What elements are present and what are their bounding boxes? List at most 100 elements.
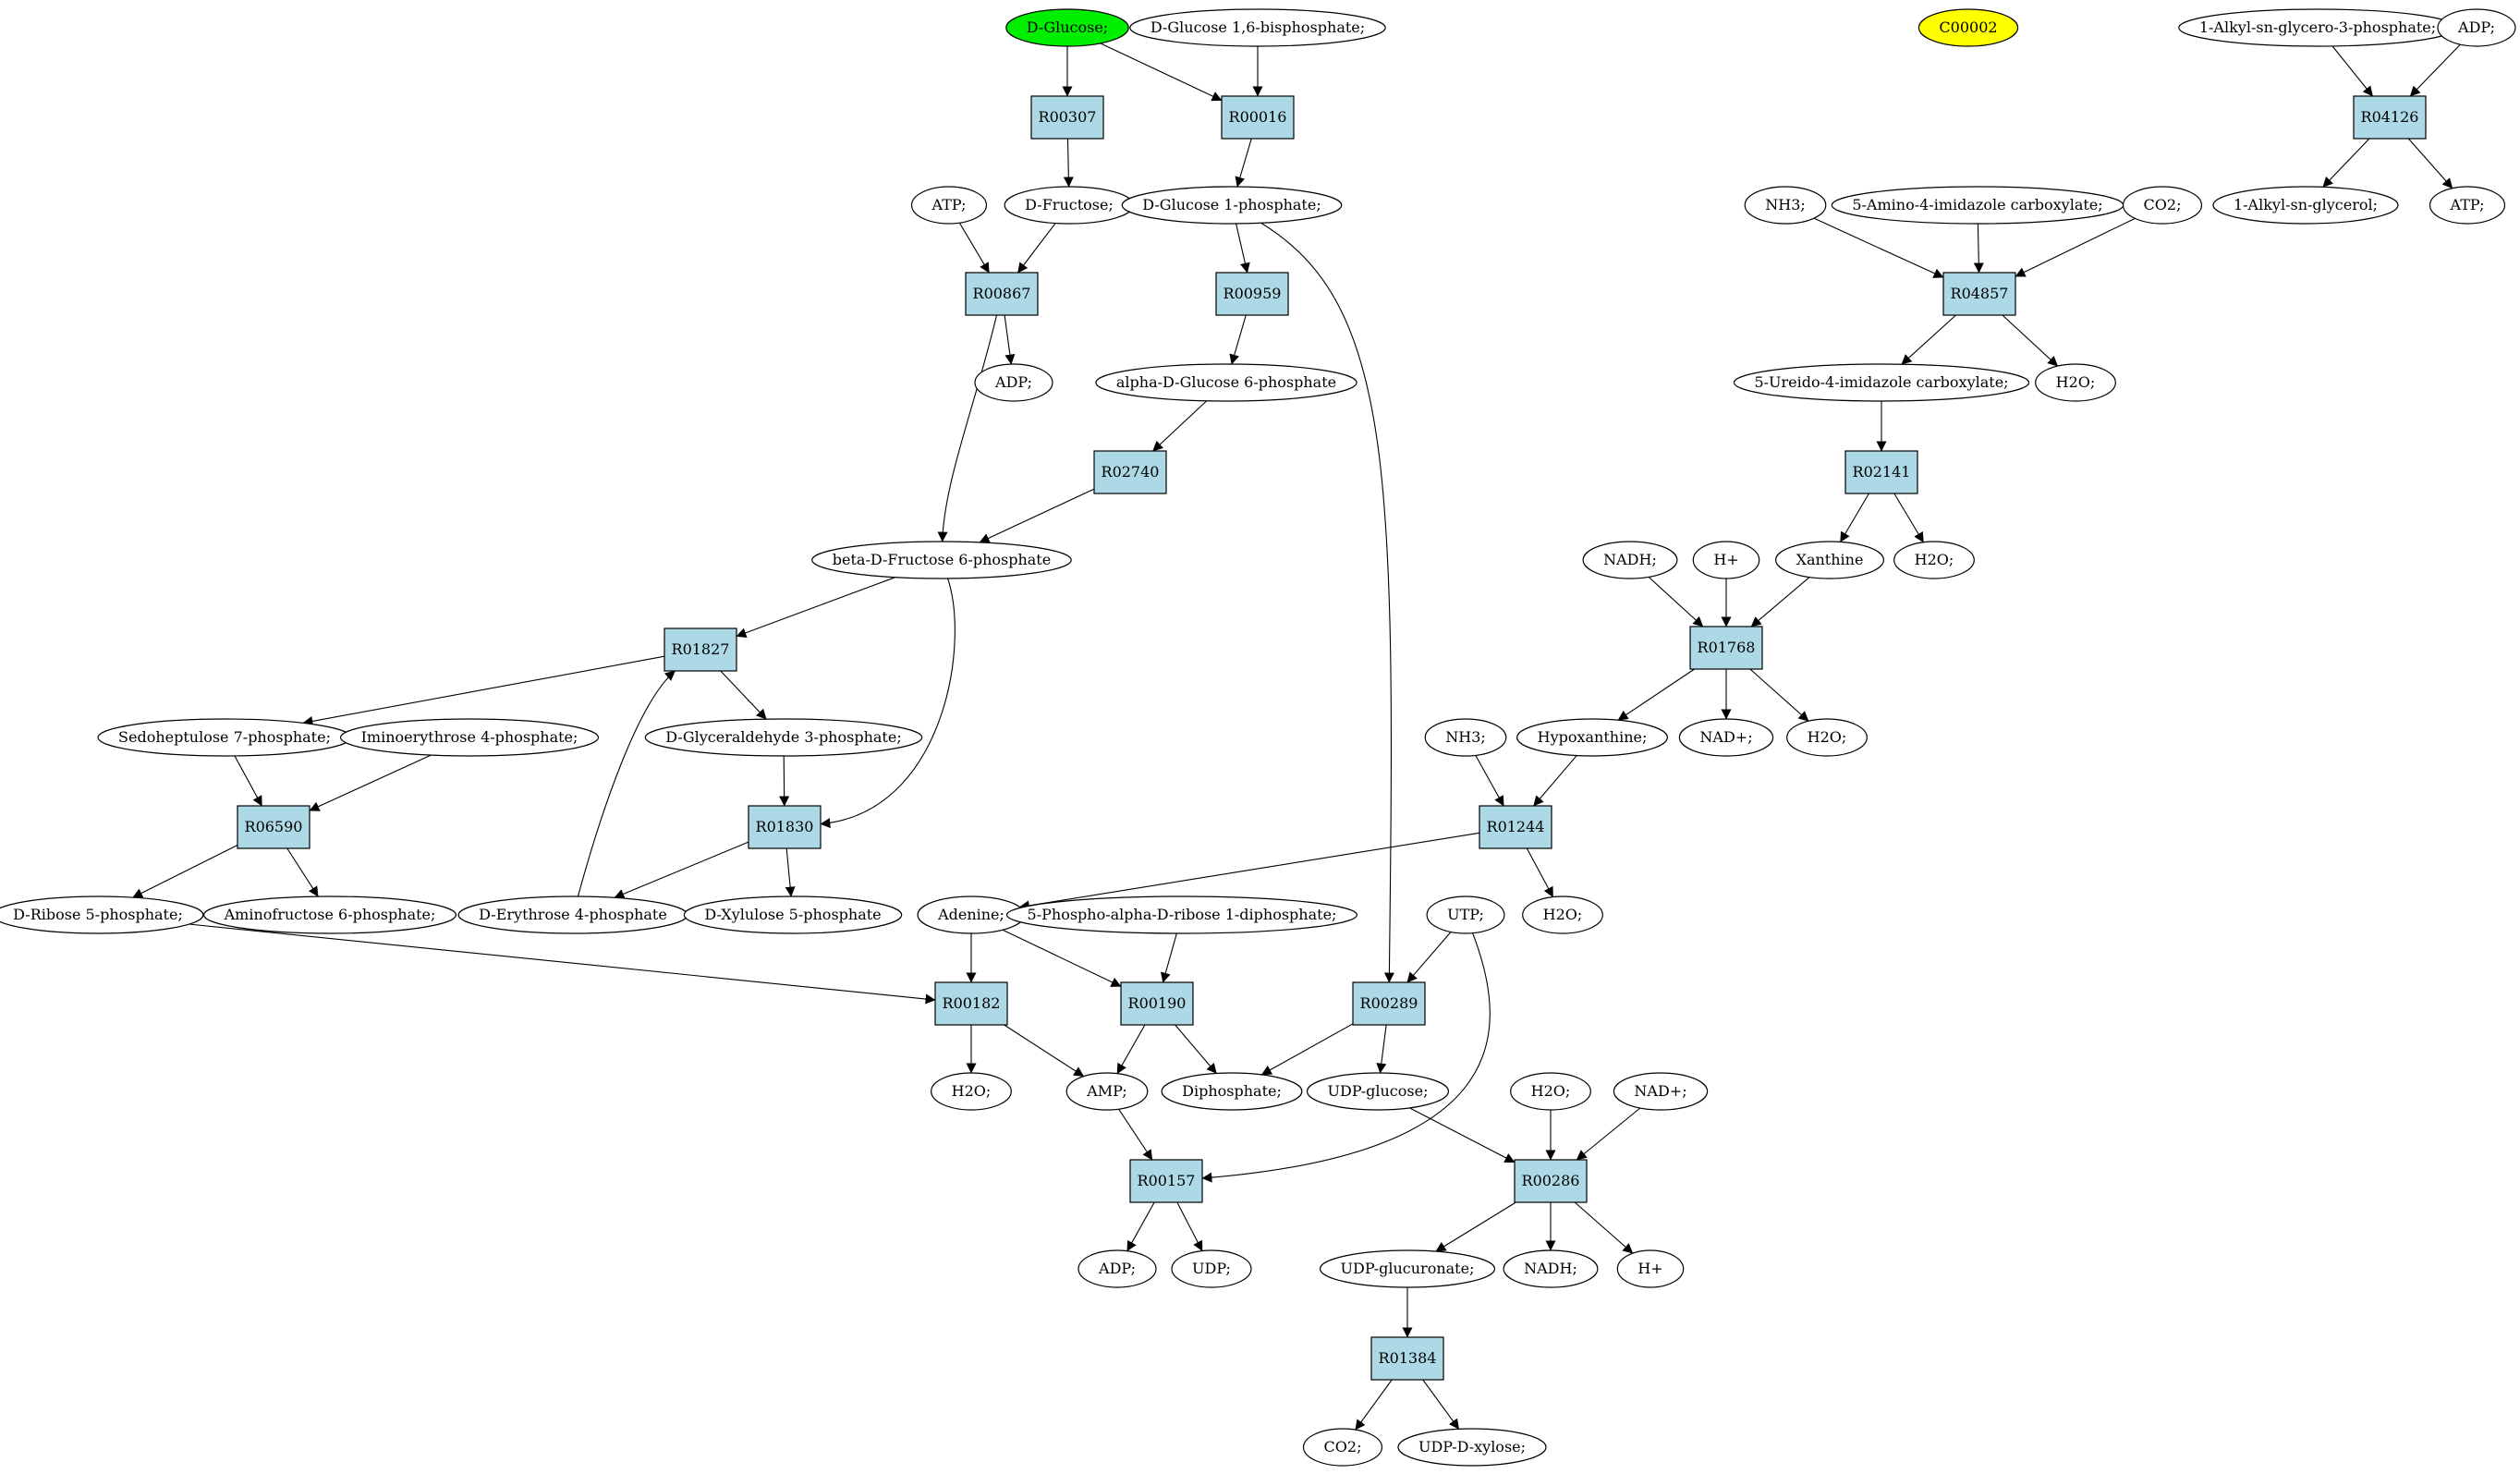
reaction-node-r01384[interactable]: R01384	[1370, 1336, 1444, 1381]
compound-node-nadh_b[interactable]: NADH;	[1503, 1249, 1599, 1288]
node-label: H2O;	[1531, 1082, 1571, 1100]
edge-bf6p-to-r01827	[736, 577, 895, 639]
reaction-node-r01244[interactable]: R01244	[1479, 805, 1552, 849]
reaction-node-r00286[interactable]: R00286	[1514, 1159, 1588, 1203]
compound-node-alkylg3p[interactable]: 1-Alkyl-sn-glycero-3-phosphate;	[2178, 8, 2457, 47]
edge-r04126-to-atp2	[2407, 138, 2453, 189]
edge-r00867-to-adp_b	[1004, 314, 1016, 365]
compound-node-adp_b[interactable]: ADP;	[974, 363, 1053, 402]
edge-ie4p-to-r06590	[309, 754, 432, 811]
edge-bf6p-to-r01830	[820, 578, 956, 829]
reaction-node-r02141[interactable]: R02141	[1844, 450, 1918, 494]
compound-node-s7p[interactable]: Sedoheptulose 7-phosphate;	[97, 718, 352, 757]
reaction-box	[1479, 805, 1552, 849]
compound-node-atp1[interactable]: ATP;	[910, 186, 988, 225]
compound-node-bf6p[interactable]: beta-D-Fructose 6-phosphate	[811, 541, 1072, 579]
reaction-node-r04857[interactable]: R04857	[1942, 272, 2016, 316]
compound-node-amp[interactable]: AMP;	[1065, 1072, 1149, 1111]
compound-node-c00002[interactable]: C00002	[1917, 8, 2019, 47]
reaction-node-r00959[interactable]: R00959	[1215, 272, 1289, 316]
compound-node-nadplus_b[interactable]: NAD+;	[1613, 1072, 1709, 1111]
compound-node-nh3_a[interactable]: NH3;	[1744, 186, 1827, 225]
compound-node-e4p[interactable]: D-Erythrose 4-phosphate	[457, 895, 688, 934]
node-label: R01827	[672, 640, 730, 658]
compound-node-atp2[interactable]: ATP;	[2429, 186, 2506, 225]
compound-node-h2o_f[interactable]: H2O;	[1510, 1072, 1591, 1111]
compound-node-dglc16bp[interactable]: D-Glucose 1,6-bisphosphate;	[1129, 8, 1386, 47]
reaction-node-r01830[interactable]: R01830	[748, 805, 822, 849]
compound-node-ag6p[interactable]: alpha-D-Glucose 6-phosphate	[1095, 363, 1357, 402]
compound-node-adp_c[interactable]: ADP;	[1077, 1249, 1157, 1288]
node-label: D-Glucose 1-phosphate;	[1142, 196, 1321, 213]
compound-node-adp_a[interactable]: ADP;	[2437, 8, 2516, 47]
compound-node-dglc[interactable]: D-Glucose;	[1005, 8, 1129, 47]
reaction-node-r00307[interactable]: R00307	[1030, 95, 1104, 140]
compound-node-co2_b[interactable]: CO2;	[1302, 1428, 1383, 1467]
compound-ellipse	[644, 718, 923, 757]
compound-ellipse	[1692, 541, 1760, 579]
compound-node-hplus_b[interactable]: H+	[1616, 1249, 1685, 1288]
compound-node-alkylgol[interactable]: 1-Alkyl-sn-glycerol;	[2212, 186, 2399, 225]
reaction-box	[2353, 95, 2427, 140]
compound-node-utp[interactable]: UTP;	[1426, 895, 1505, 934]
reaction-box	[1689, 626, 1763, 670]
reaction-box	[965, 272, 1039, 316]
reaction-box	[237, 805, 310, 849]
node-label: NADH;	[1603, 551, 1657, 568]
node-label: R04857	[1951, 285, 2009, 302]
compound-ellipse	[1161, 1072, 1303, 1111]
compound-node-udpglc[interactable]: UDP-glucose;	[1306, 1072, 1450, 1111]
reaction-node-r01827[interactable]: R01827	[663, 627, 737, 672]
compound-node-xanthine[interactable]: Xanthine	[1774, 541, 1885, 579]
compound-node-udp[interactable]: UDP;	[1171, 1249, 1252, 1288]
compound-node-h2o_d[interactable]: H2O;	[1522, 895, 1603, 934]
compound-node-nadplus_a[interactable]: NAD+;	[1678, 718, 1774, 757]
compound-node-h2o_a[interactable]: H2O;	[2035, 363, 2116, 402]
compound-node-af6p[interactable]: Aminofructose 6-phosphate;	[203, 895, 457, 934]
node-label: ATP;	[931, 196, 967, 213]
compound-node-udpglcA[interactable]: UDP-glucuronate;	[1319, 1249, 1496, 1288]
compound-node-uicarb[interactable]: 5-Ureido-4-imidazole carboxylate;	[1733, 363, 2030, 402]
compound-ellipse	[2212, 186, 2399, 225]
compound-node-udpxyl[interactable]: UDP-D-xylose;	[1397, 1428, 1547, 1467]
node-label: H2O;	[952, 1082, 992, 1100]
reaction-node-r00289[interactable]: R00289	[1352, 981, 1426, 1026]
compound-node-hypox[interactable]: Hypoxanthine;	[1516, 718, 1668, 757]
compound-node-adenine[interactable]: Adenine;	[917, 895, 1026, 934]
edge-r01768-to-h2o_c	[1749, 668, 1809, 722]
compound-ellipse	[1774, 541, 1885, 579]
compound-node-r5p[interactable]: D-Ribose 5-phosphate;	[0, 895, 204, 934]
compound-node-ie4p[interactable]: Iminoerythrose 4-phosphate;	[339, 718, 600, 757]
compound-node-g3p[interactable]: D-Glyceraldehyde 3-phosphate;	[644, 718, 923, 757]
compound-node-hplus_a[interactable]: H+	[1692, 541, 1760, 579]
reaction-node-r04126[interactable]: R04126	[2353, 95, 2427, 140]
reaction-node-r02740[interactable]: R02740	[1093, 450, 1167, 494]
reaction-node-r00182[interactable]: R00182	[934, 981, 1008, 1026]
compound-node-xu5p[interactable]: D-Xylulose 5-phosphate	[683, 895, 903, 934]
edge-r02141-to-xanthine	[1840, 493, 1869, 542]
edge-nadplus_b-to-r00286	[1576, 1107, 1641, 1161]
reaction-node-r00867[interactable]: R00867	[965, 272, 1039, 316]
compound-node-dglc1p[interactable]: D-Glucose 1-phosphate;	[1121, 186, 1343, 225]
reaction-node-r00190[interactable]: R00190	[1120, 981, 1194, 1026]
compound-node-h2o_c[interactable]: H2O;	[1786, 718, 1868, 757]
compound-node-dfru[interactable]: D-Fructose;	[1004, 186, 1135, 225]
edge-atp1-to-r00867	[958, 222, 990, 274]
compound-node-prpp[interactable]: 5-Phospho-alpha-D-ribose 1-diphosphate;	[1005, 895, 1358, 934]
nodes-layer: D-Glucose;D-Glucose 1,6-bisphosphate; C00…	[0, 8, 2516, 1467]
reaction-node-r01768[interactable]: R01768	[1689, 626, 1763, 670]
reaction-node-r00016[interactable]: R00016	[1221, 95, 1295, 140]
node-label: R00157	[1138, 1172, 1196, 1189]
compound-node-nadh_a[interactable]: NADH;	[1582, 541, 1678, 579]
reaction-box	[1093, 450, 1167, 494]
reaction-node-r00157[interactable]: R00157	[1129, 1159, 1203, 1203]
compound-node-h2o_b[interactable]: H2O;	[1893, 541, 1975, 579]
reaction-node-r06590[interactable]: R06590	[237, 805, 310, 849]
compound-node-aicarb[interactable]: 5-Amino-4-imidazole carboxylate;	[1831, 186, 2124, 225]
edge-r00190-to-amp	[1116, 1024, 1146, 1075]
compound-node-h2o_e[interactable]: H2O;	[931, 1072, 1012, 1111]
compound-ellipse	[2122, 186, 2203, 225]
compound-node-ppi[interactable]: Diphosphate;	[1161, 1072, 1303, 1111]
compound-node-co2_a[interactable]: CO2;	[2122, 186, 2203, 225]
compound-node-nh3_b[interactable]: NH3;	[1424, 718, 1507, 757]
